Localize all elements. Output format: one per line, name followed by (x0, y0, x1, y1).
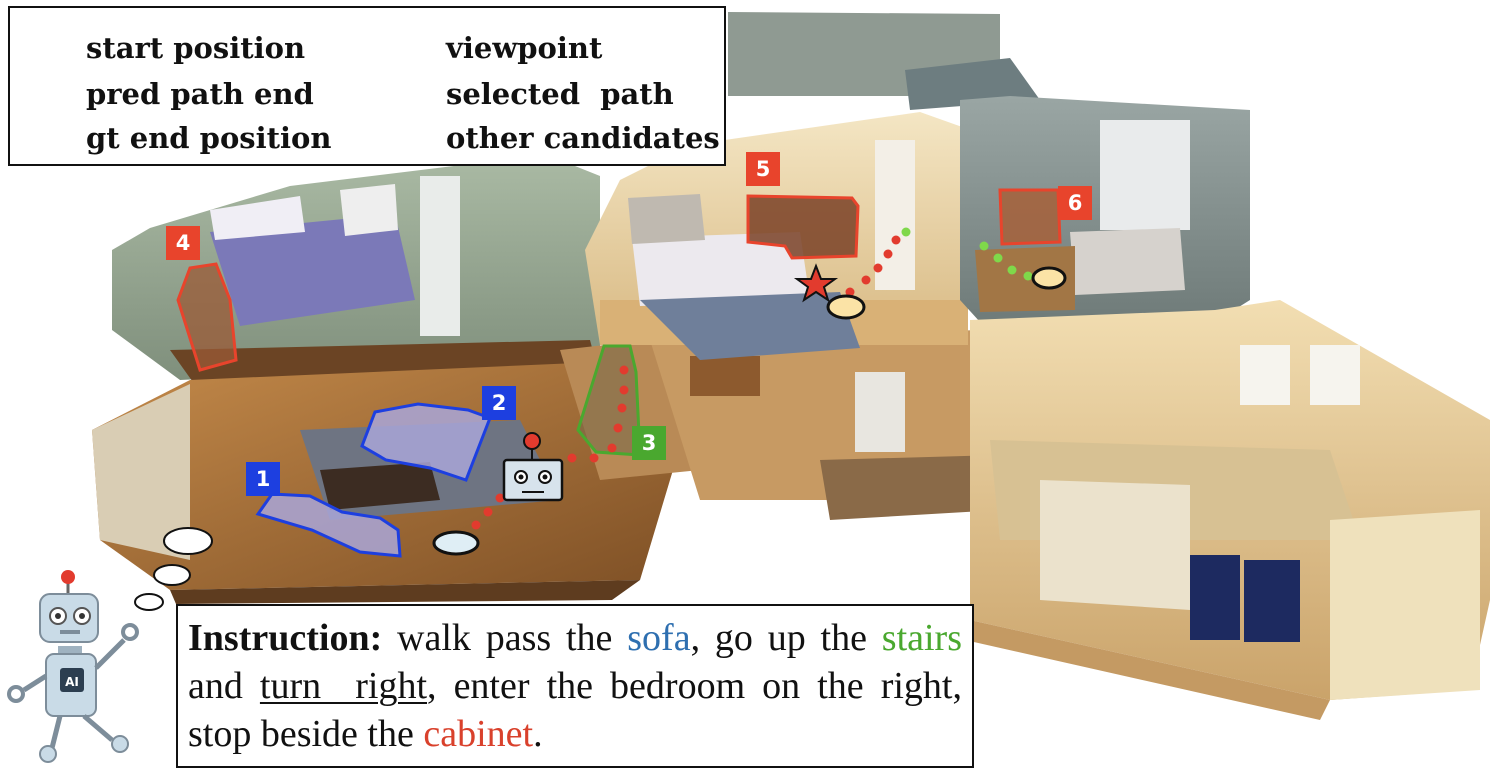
washer (1190, 555, 1240, 640)
instruction-box: Instruction: walk pass the sofa, go up t… (176, 604, 974, 768)
object-5-outline (746, 194, 860, 260)
kitchen-floor-edge (965, 620, 1330, 720)
instruction-keyword-cabinet: cabinet (423, 713, 534, 755)
thought-bubble-large (163, 527, 213, 555)
legend-viewpoint-label: viewpoint (446, 31, 603, 65)
object-1-outline (255, 492, 402, 558)
robot-chip-label: AI (65, 675, 79, 689)
viewpoint-robot (502, 432, 564, 502)
tag-3: 3 (632, 426, 666, 460)
instruction-keyword-stairs: stairs (881, 617, 962, 659)
dryer (1244, 560, 1300, 642)
legend-selected-path-label: selected path (446, 77, 674, 111)
instruction-keyword-turn-right: turn right (259, 665, 428, 707)
tag-4: 4 (166, 226, 200, 260)
object-2-outline (360, 402, 492, 482)
legend-other-candidates-label: other candidates (446, 121, 720, 155)
thought-bubble-small (134, 593, 164, 611)
thought-bubble-medium (153, 564, 191, 586)
tag-6: 6 (1058, 186, 1092, 220)
window-right-1 (1240, 345, 1290, 405)
kitchen-island-mid (820, 455, 1000, 520)
instruction-text-5: . (533, 713, 543, 755)
selected-path (471, 235, 901, 530)
bed-upper (632, 232, 810, 306)
instruction-keyword-sofa: sofa (627, 617, 691, 659)
instruction-label: Instruction: (188, 617, 383, 659)
instruction-text-3: and (188, 617, 972, 707)
window-right-2 (1310, 345, 1360, 405)
instruction-text-4: , enter the bedroom on the right, stop b… (188, 665, 962, 755)
bed-upper-headboard (628, 194, 705, 244)
legend-box (8, 6, 726, 166)
legend-start-position-label: start position (86, 31, 306, 65)
instruction-text-1: walk pass the (382, 617, 628, 659)
tag-5: 5 (746, 152, 780, 186)
rug-upper (640, 292, 860, 360)
fridge (855, 372, 905, 452)
living-room-shelf-wall (92, 384, 190, 560)
legend-gt-end-position-label: gt end position (86, 121, 332, 155)
candidate-paths (901, 227, 1033, 281)
dining-table (690, 356, 760, 396)
closet-doors (1100, 120, 1190, 230)
door-left (420, 176, 460, 336)
candidate-end-marker (1031, 266, 1067, 290)
window-left (340, 184, 398, 236)
object-6-outline (998, 188, 1062, 246)
bed-left-headboard (210, 196, 305, 240)
living-room-edge (170, 580, 640, 604)
kitchen-cabinets (1040, 480, 1190, 610)
object-4-outline (176, 262, 238, 372)
ai-robot-character (7, 570, 139, 763)
start-position-marker (432, 530, 480, 556)
gt-end-star (793, 263, 839, 303)
bed-left (210, 214, 415, 326)
pred-path-end-marker (826, 294, 866, 320)
legend-pred-path-end-label: pred path end (86, 77, 314, 111)
door-upper (875, 140, 915, 290)
tag-2: 2 (482, 386, 516, 420)
coffee-table (320, 462, 440, 510)
tag-1: 1 (246, 462, 280, 496)
bed-right (1070, 228, 1185, 295)
instruction-text-2: , go up the (690, 617, 882, 659)
kitchen-side-cabinets (1330, 510, 1480, 700)
